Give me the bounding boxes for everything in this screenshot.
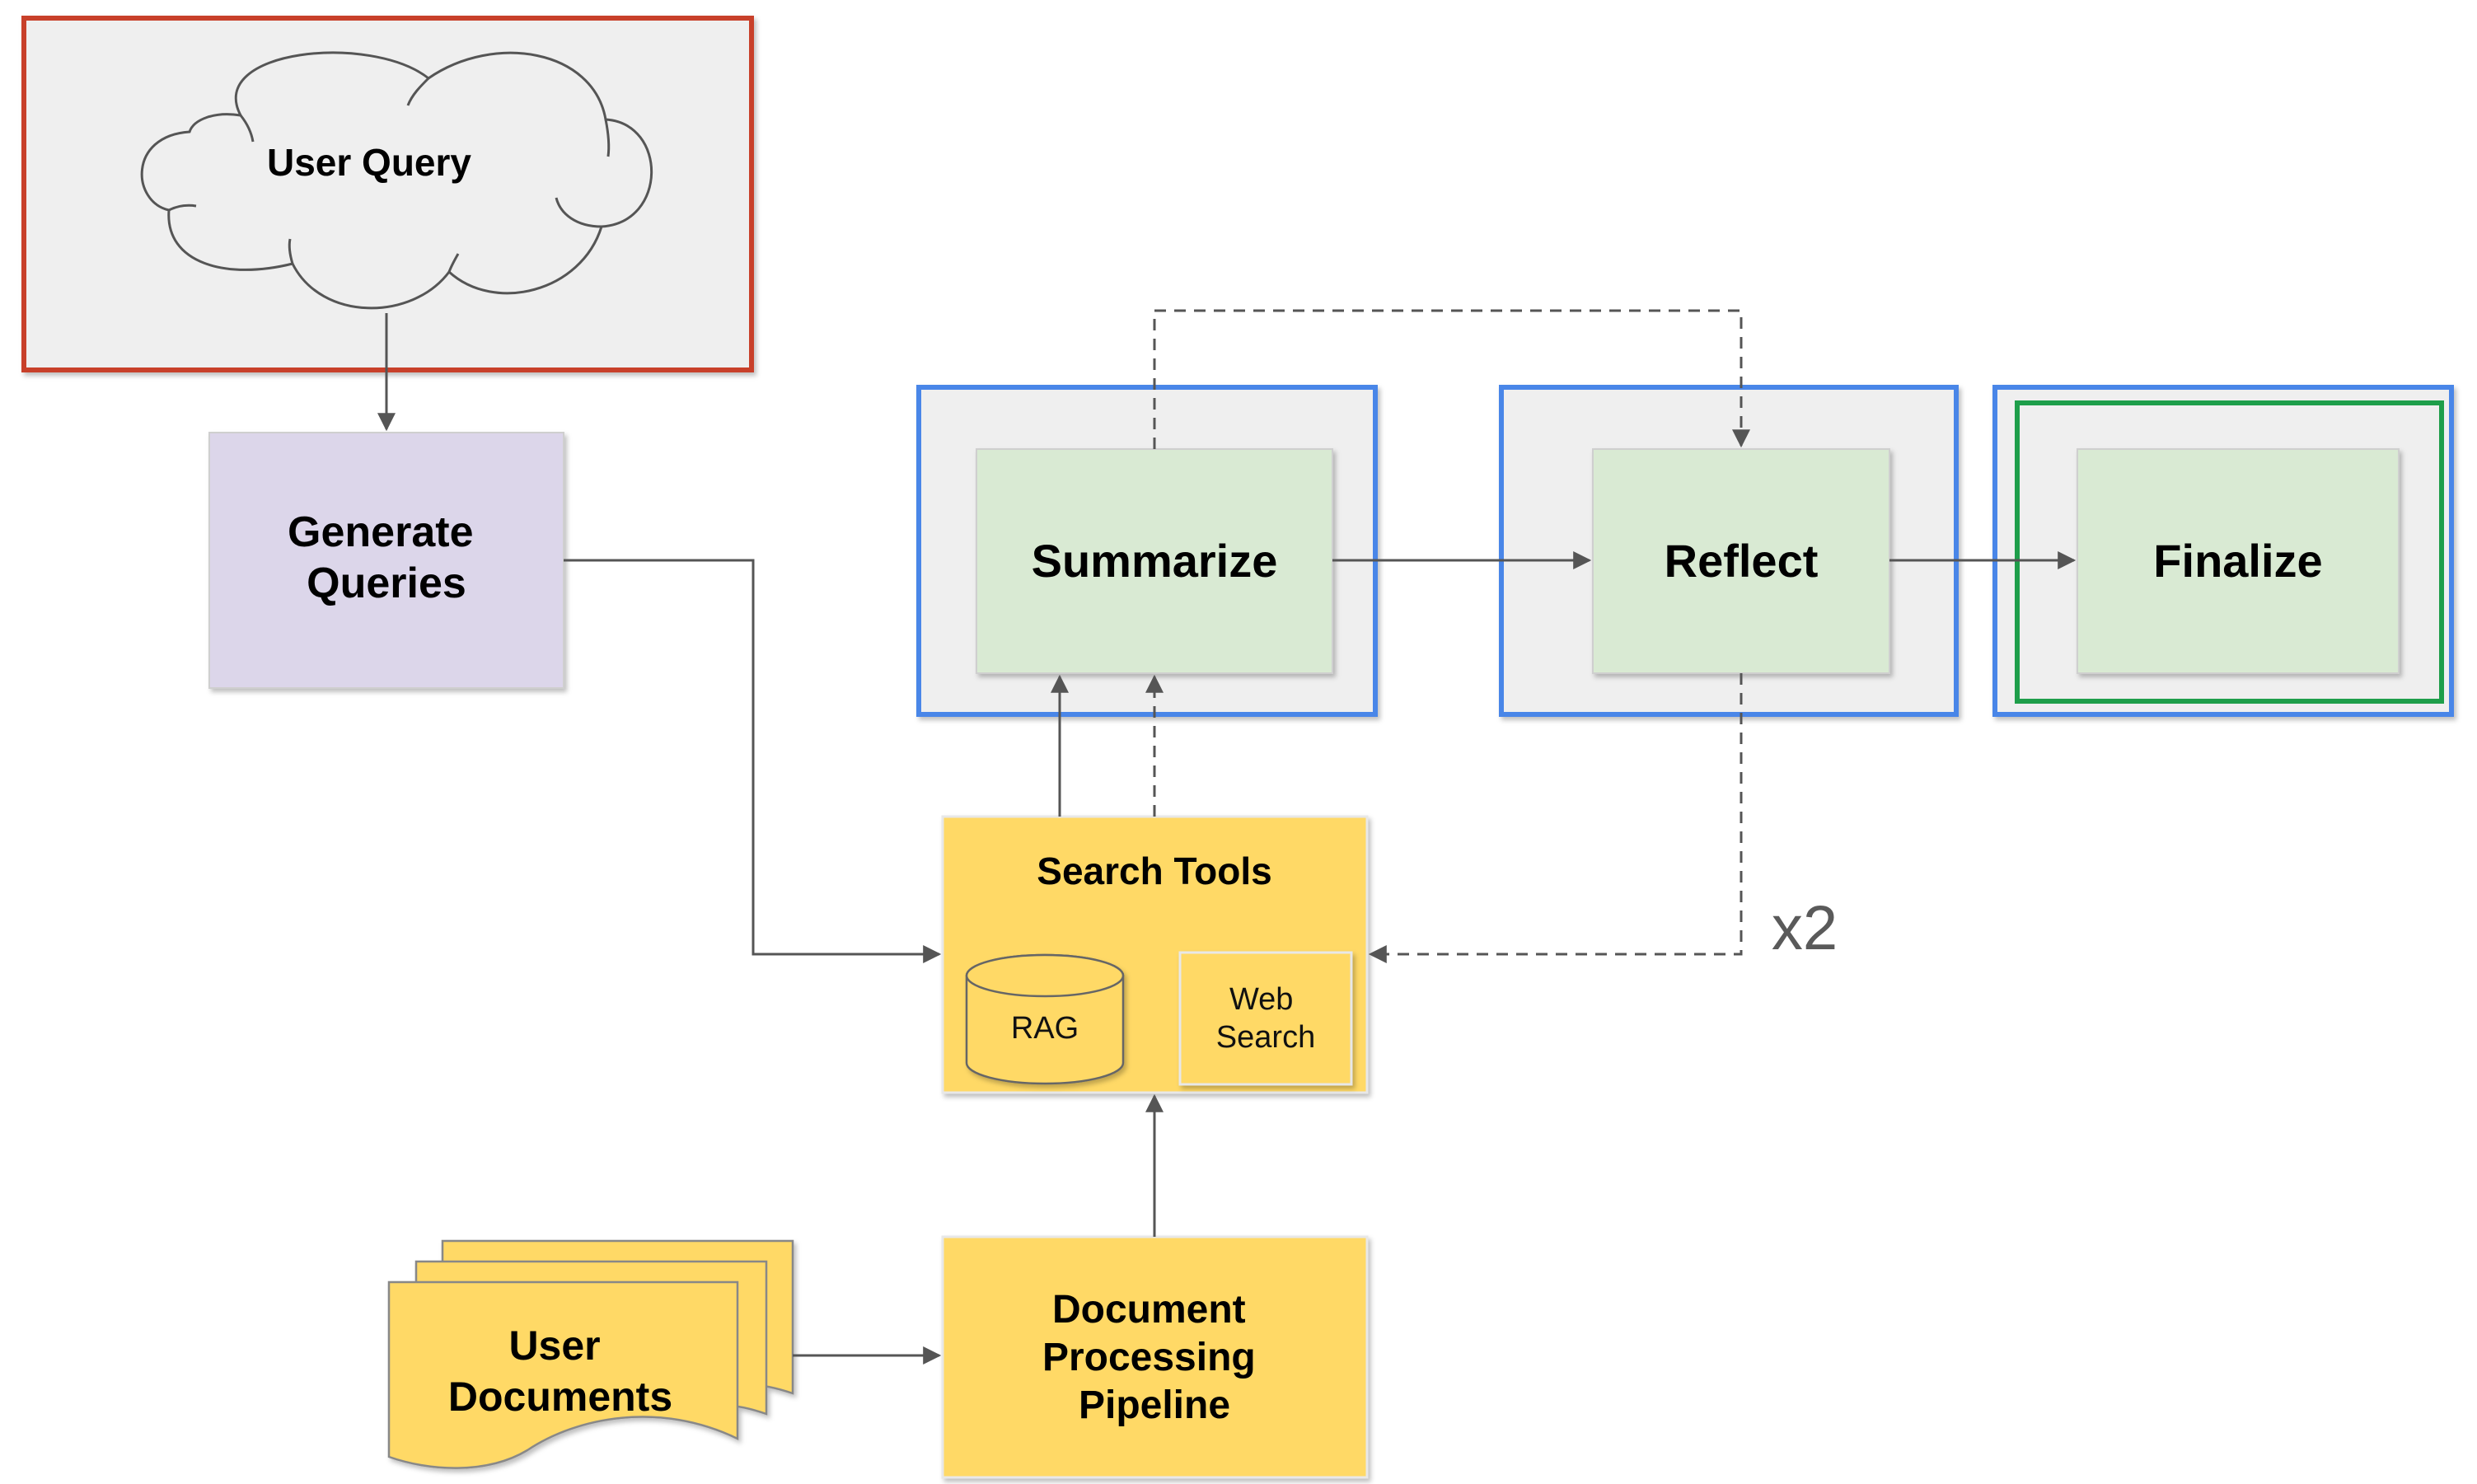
reflect-label: Reflect	[1665, 535, 1819, 587]
user-query-cloud	[140, 51, 653, 310]
search-tools-label: Search Tools	[1037, 850, 1271, 892]
generate-queries-node	[208, 432, 564, 689]
web-search-node	[1178, 951, 1353, 1086]
user-documents-label: User Documents	[448, 1322, 672, 1420]
summarize-label: Summarize	[1032, 535, 1278, 587]
user-documents-stack	[387, 1239, 794, 1469]
user-query-label: User Query	[267, 141, 471, 184]
rag-label: RAG	[1011, 1011, 1079, 1046]
generate-queries-label: Generate Queries	[288, 508, 485, 607]
edge-summarize-to-reflect-dashed	[1153, 309, 1750, 449]
loop-count-label: x2	[1772, 893, 1838, 963]
document-processing-node	[941, 1235, 1369, 1479]
document-processing-label: Document Processing Pipeline	[1042, 1288, 1267, 1427]
finalize-label: Finalize	[2153, 535, 2322, 587]
reflect-node	[1592, 448, 1890, 674]
finalize-node	[2077, 448, 2400, 674]
web-search-label: Web Search	[1216, 982, 1315, 1055]
edge-generate-to-search	[564, 559, 942, 963]
rag-database	[965, 953, 1125, 1085]
finalize-inner-group	[2015, 400, 2444, 704]
summarize-node	[976, 448, 1333, 674]
edge-reflect-to-search-dashed	[1368, 673, 1743, 963]
